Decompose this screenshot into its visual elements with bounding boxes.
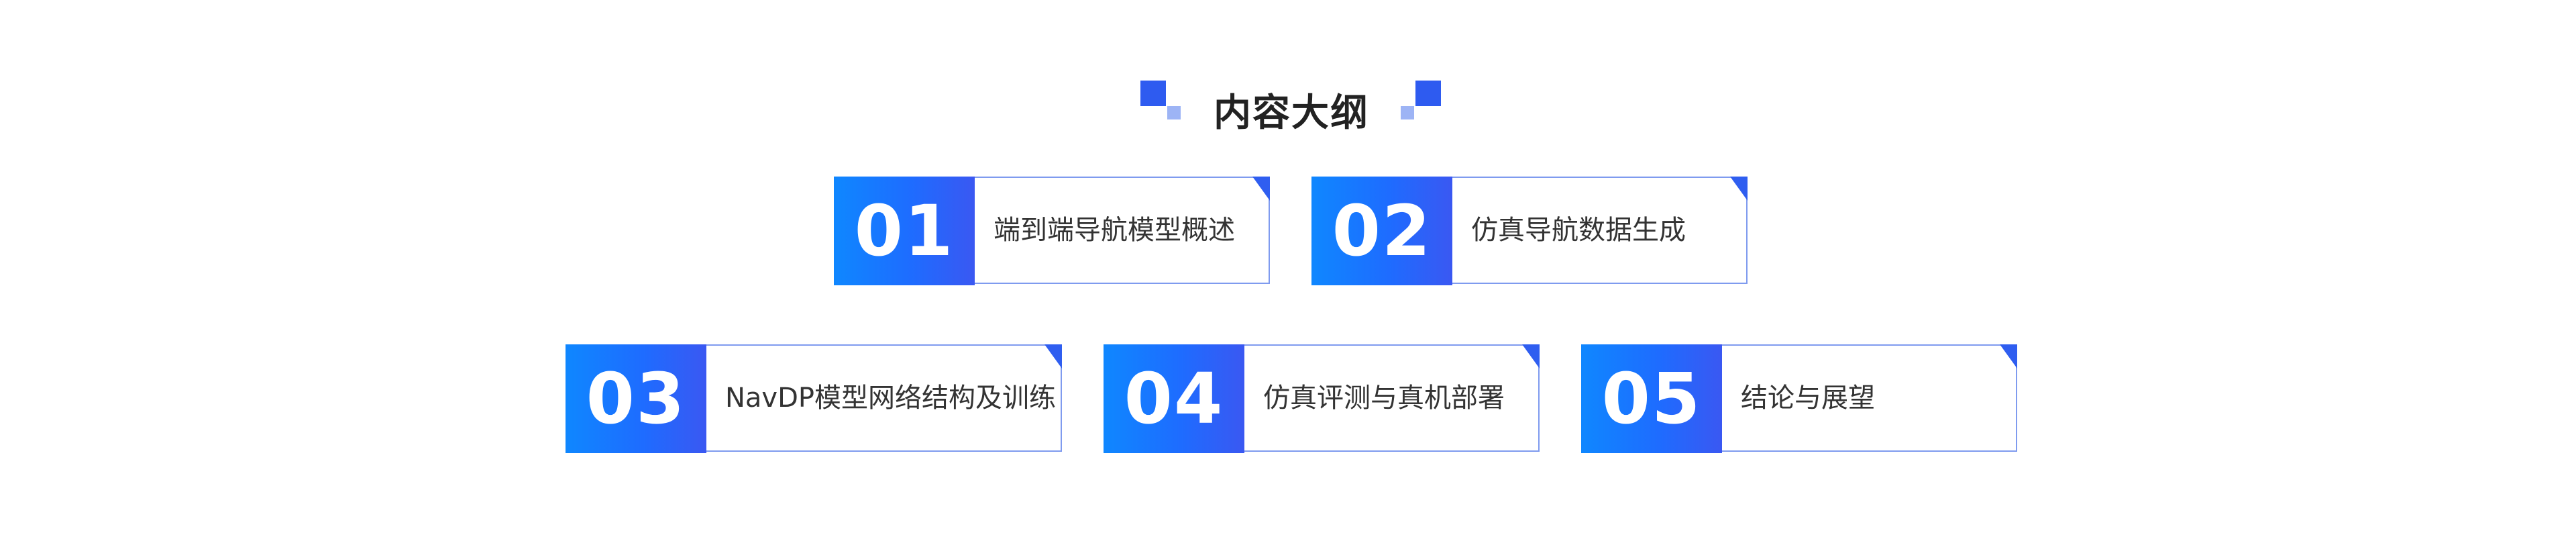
item-label: 端到端导航模型概述 (994, 215, 1235, 246)
folded-corner-icon (1730, 177, 1748, 201)
folded-corner-icon (1522, 344, 1540, 369)
outline-item-4: 04 仿真评测与真机部署 (1104, 344, 1540, 453)
folded-corner-icon (1044, 344, 1062, 369)
item-label: 结论与展望 (1741, 383, 1875, 414)
folded-corner-icon (2000, 344, 2017, 369)
section-header: 内容大纲 (1134, 75, 1449, 149)
item-number: 04 (1104, 344, 1244, 453)
item-number: 05 (1581, 344, 1722, 453)
outline-item-3: 03 NavDP模型网络结构及训练 (566, 344, 1062, 453)
decorative-square-icon (1415, 81, 1441, 106)
decorative-square-icon (1167, 106, 1181, 119)
item-label: 仿真评测与真机部署 (1263, 383, 1505, 414)
item-number: 02 (1311, 177, 1452, 285)
decorative-square-icon (1401, 106, 1414, 119)
item-number: 03 (566, 344, 706, 453)
outline-item-2: 02 仿真导航数据生成 (1311, 177, 1748, 285)
folded-corner-icon (1252, 177, 1270, 201)
page-title: 内容大纲 (1214, 91, 1369, 135)
item-label: 仿真导航数据生成 (1471, 215, 1686, 246)
outline-item-5: 05 结论与展望 (1581, 344, 2017, 453)
item-number: 01 (834, 177, 975, 285)
outline-item-1: 01 端到端导航模型概述 (834, 177, 1270, 285)
item-label: NavDP模型网络结构及训练 (725, 383, 1057, 414)
decorative-square-icon (1140, 81, 1166, 106)
